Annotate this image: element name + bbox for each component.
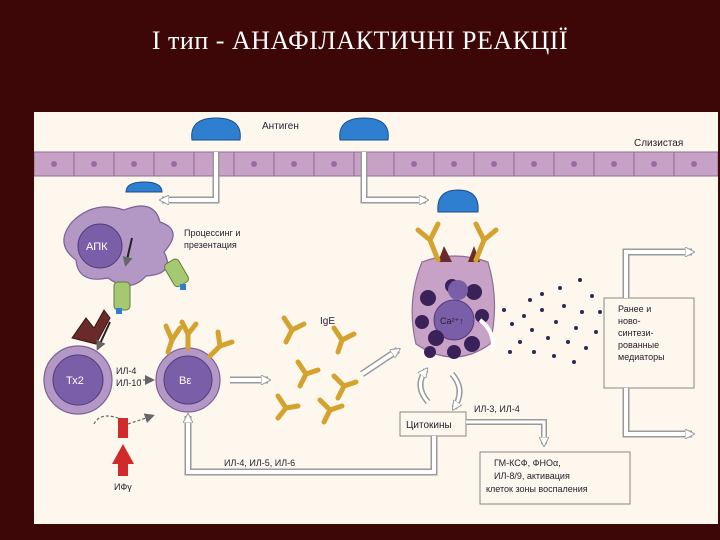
mhc-receptor-1 [114, 282, 130, 314]
th2-cytokines-2: ИЛ-10 [116, 378, 141, 388]
anaphylaxis-diagram: Антиген Слизистая АПК Процессинг и презе… [34, 112, 718, 524]
il3-il4-label: ИЛ-3, ИЛ-4 [474, 404, 520, 414]
mucosa-label: Слизистая [634, 138, 683, 149]
mast-calcium-label: Ca²⁺↑ [440, 316, 464, 326]
diagram-canvas: Антиген Слизистая АПК Процессинг и презе… [34, 112, 718, 524]
mediators-line-4: рованные [618, 340, 659, 350]
th2-cytokines-1: ИЛ-4 [116, 366, 136, 376]
processing-label-1: Процессинг и [184, 228, 240, 238]
gm-line-3: клеток зоны воспаления [486, 484, 588, 494]
ige-antibodies [278, 318, 356, 422]
th2-label: Тх2 [66, 375, 84, 387]
mast-cell: Ca²⁺↑ [412, 190, 496, 359]
mediators-line-1: Ранее и [618, 304, 651, 314]
il-feedback-label: ИЛ-4, ИЛ-5, ИЛ-6 [224, 458, 295, 468]
cytokines-label: Цитокины [406, 420, 452, 431]
apc-cell: АПК [64, 182, 173, 286]
tcr-dark-receptor [72, 310, 110, 348]
slide-title: I тип - АНАФІЛАКТИЧНІ РЕАКЦІЇ [0, 26, 720, 56]
processing-label-2: презентация [184, 240, 237, 250]
antigen-top-left [192, 118, 241, 140]
gm-line-1: ГМ-КСФ, ФНОα, [494, 458, 561, 468]
b-cell: Bε [156, 322, 232, 412]
th2-cell: Тх2 [44, 346, 112, 414]
antigen-label: Антиген [262, 121, 299, 132]
antigen-top-right [340, 118, 389, 140]
ige-to-mast-arrow [362, 350, 398, 374]
gm-csf-box: ГМ-КСФ, ФНОα, ИЛ-8/9, активация клеток з… [480, 452, 630, 504]
mediators-line-5: медиаторы [618, 352, 665, 362]
ige-label: IgE [320, 316, 335, 327]
mediators-line-2: ново- [618, 316, 641, 326]
mediators-box: Ранее и ново- синтези- рованные медиатор… [604, 298, 694, 388]
epithelium-layer [34, 152, 718, 176]
apc-label: АПК [86, 241, 108, 253]
ifn-inhibition-arrow [94, 416, 152, 476]
ifn-label: ИФγ [114, 482, 132, 492]
gm-line-2: ИЛ-8/9, активация [494, 471, 570, 481]
mediator-dots [502, 278, 602, 364]
cytokines-box: Цитокины [400, 412, 466, 436]
b-cell-label: Bε [179, 375, 191, 387]
mediators-line-3: синтези- [618, 328, 653, 338]
